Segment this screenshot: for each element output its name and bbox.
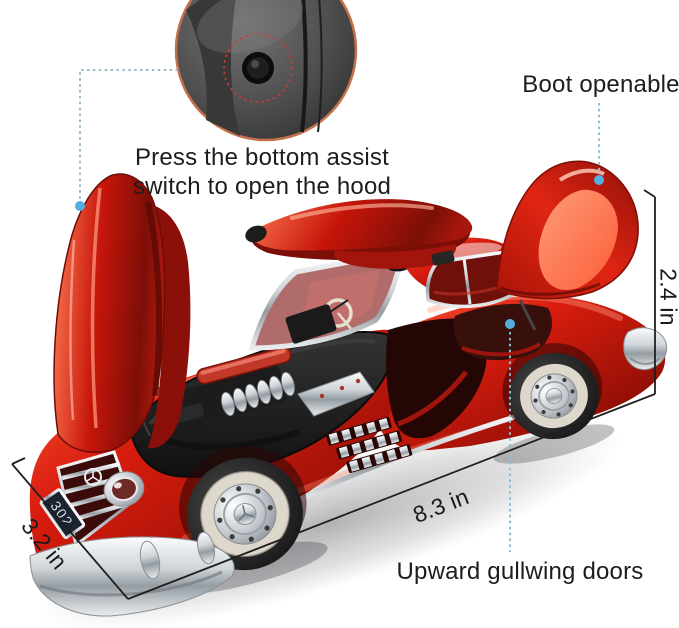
boot-lid	[496, 160, 639, 300]
cowl-vent	[285, 304, 337, 344]
rear-wheel	[502, 342, 603, 440]
doors-connector-dot	[505, 319, 515, 329]
door-hinge	[431, 250, 455, 266]
hood-switch-inset	[174, 0, 358, 142]
hood-switch-note-line1: Press the bottom assist	[134, 144, 390, 171]
grille-star-icon	[84, 468, 102, 486]
height-dimension-line	[643, 189, 656, 394]
door-tip-pad	[245, 225, 267, 243]
hubcap-star-icon	[237, 505, 255, 522]
boot-strut	[518, 299, 537, 331]
length-dimension-line	[127, 393, 656, 600]
side-window	[425, 250, 514, 309]
hood-switch-note-line2: switch to open the hood	[132, 173, 392, 200]
width-dimension-line	[11, 457, 129, 600]
hood-connector-dot	[75, 201, 85, 211]
hood-connector-line	[79, 69, 178, 200]
boot-openable-label: Boot openable	[522, 71, 679, 98]
height-dimension-label: 2.4 in	[655, 268, 679, 326]
fender-vents	[326, 416, 413, 473]
gullwing-doors-label: Upward gullwing doors	[396, 558, 644, 585]
headlight	[103, 471, 145, 507]
hood-open	[53, 173, 191, 453]
switch-button	[242, 52, 274, 84]
gullwing-door-open	[245, 199, 473, 269]
engine	[157, 346, 375, 450]
target-circle	[223, 33, 293, 103]
boot-connector-dot	[594, 175, 604, 185]
front-bumper	[29, 531, 235, 617]
hood-switch-note: Press the bottom assist switch to open t…	[133, 143, 391, 201]
license-plate: 302	[39, 488, 86, 540]
